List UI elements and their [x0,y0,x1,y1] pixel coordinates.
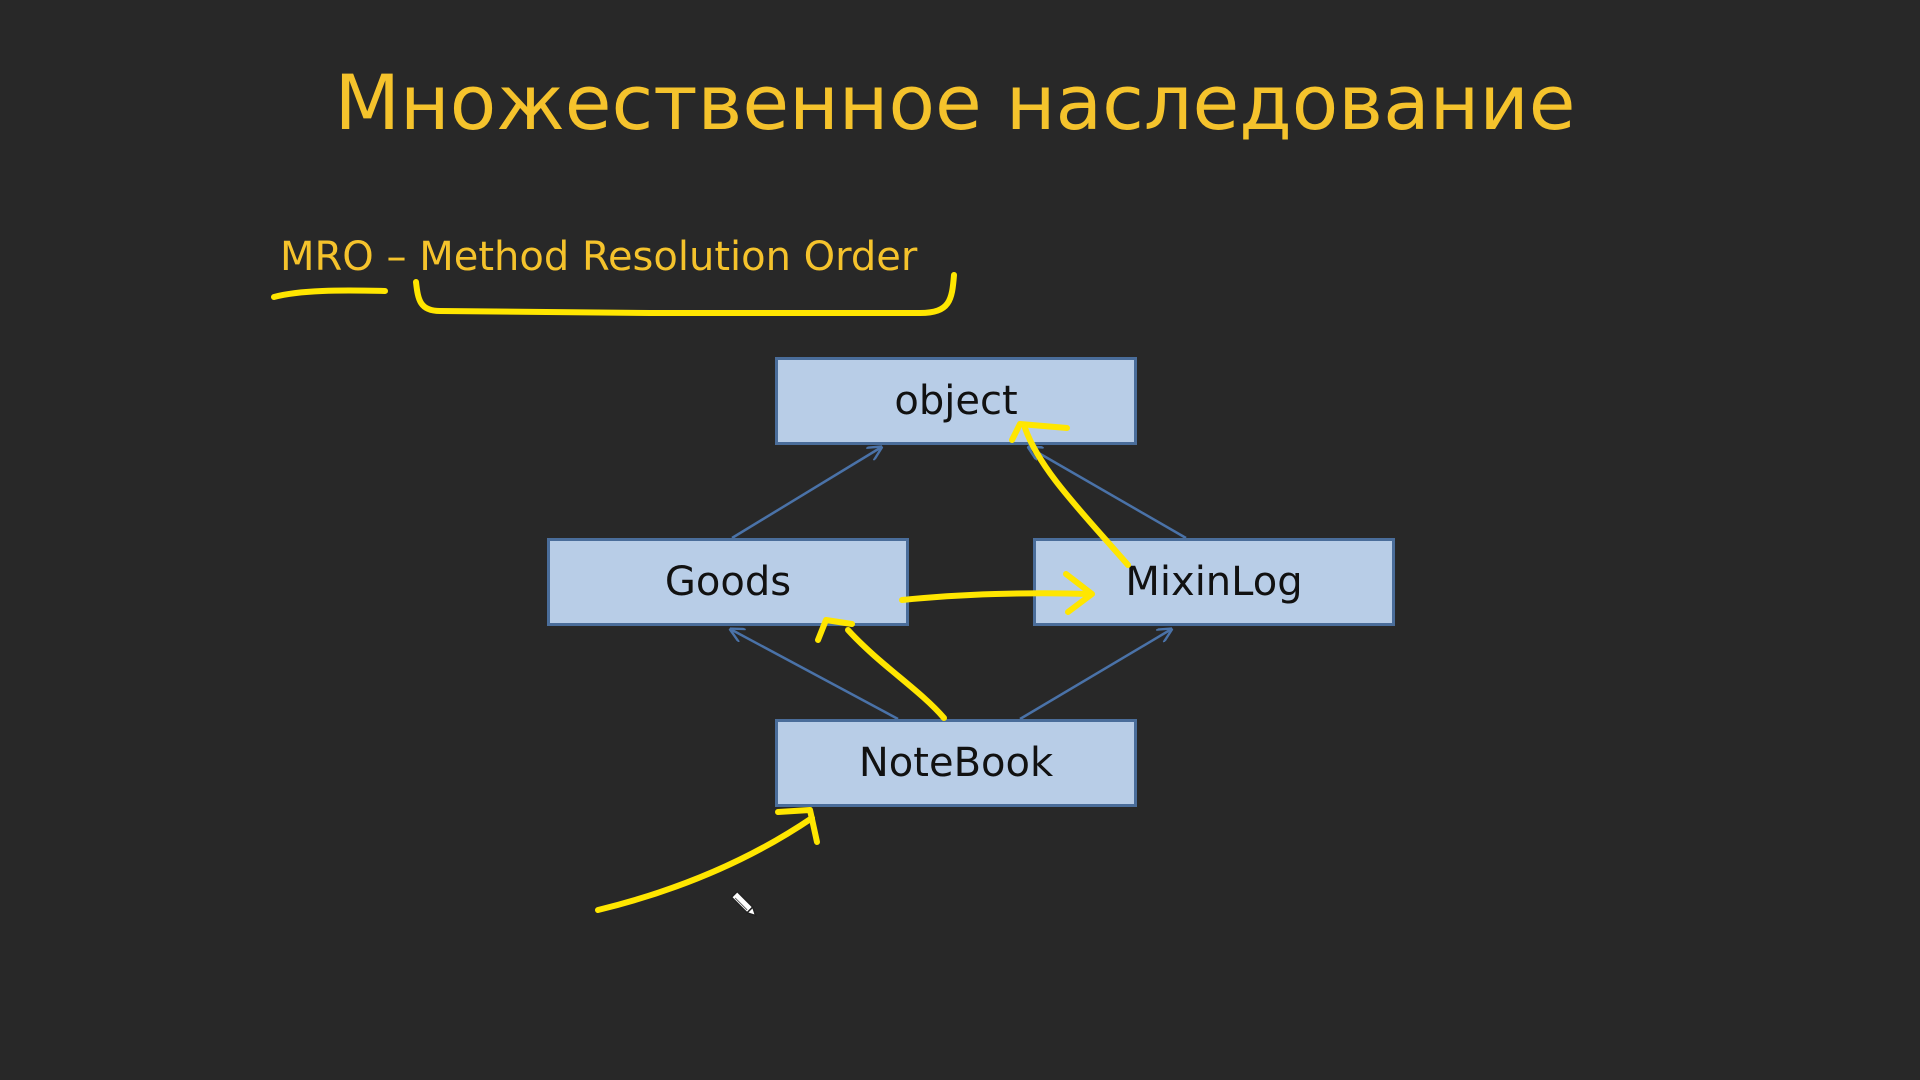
pen-cursor-icon [728,888,762,927]
edge-notebook-goods [732,630,899,721]
class-label-object: object [894,378,1018,424]
annotation-arrow-start [595,815,815,913]
class-label-notebook: NoteBook [858,740,1054,786]
annotation-arrowhead-notebook [775,807,820,845]
class-box-object: object [775,357,1137,445]
class-box-notebook: NoteBook [775,719,1137,807]
edge-mixinlog-object [1030,448,1187,540]
class-box-goods: Goods [547,538,909,626]
class-label-mixinlog: MixinLog [1125,559,1303,605]
class-label-goods: Goods [664,559,792,605]
annotation-underline-mro [271,287,388,300]
edge-goods-object [731,448,880,540]
slide-subtitle: MRO – Method Resolution Order [280,234,918,280]
slide-title: Множественное наследование [334,58,1576,147]
annotation-bracket-mro [413,272,957,316]
class-box-mixinlog: MixinLog [1033,538,1395,626]
annotation-arrow-notebook-goods [845,627,947,721]
edge-notebook-mixinlog [1019,630,1170,721]
